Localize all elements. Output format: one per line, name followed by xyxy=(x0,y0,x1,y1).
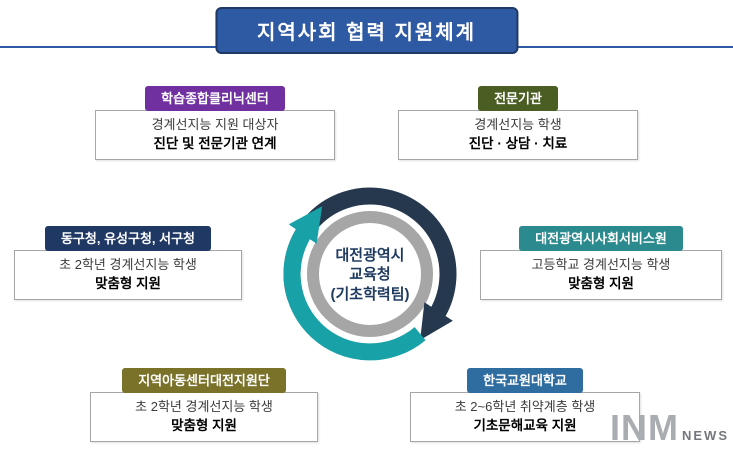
node-specialized-institution: 전문기관 경계선지능 학생 진단 · 상담 · 치료 xyxy=(398,86,638,160)
node-line2: 진단 · 상담 · 치료 xyxy=(468,135,568,151)
node-header: 대전광역시사회서비스원 xyxy=(519,226,683,251)
node-line1: 고등학교 경계선지능 학생 xyxy=(531,257,671,272)
node-korea-national-university-of-education: 한국교원대학교 초 2~6학년 취약계층 학생 기초문해교육 지원 xyxy=(410,368,640,442)
node-body: 고등학교 경계선지능 학생 맞춤형 지원 xyxy=(480,250,722,300)
gray-ring xyxy=(307,211,433,337)
page-title: 지역사회 협력 지원체계 xyxy=(214,7,519,54)
hub-circle xyxy=(320,224,420,324)
news-watermark: INM NEWS xyxy=(610,407,729,449)
node-line2: 진단 및 전문기관 연계 xyxy=(153,135,277,151)
node-line1: 경계선지능 지원 대상자 xyxy=(151,117,279,132)
node-header: 지역아동센터대전지원단 xyxy=(122,368,286,393)
node-social-service-agency: 대전광역시사회서비스원 고등학교 경계선지능 학생 맞춤형 지원 xyxy=(480,226,722,300)
node-line1: 초 2학년 경계선지능 학생 xyxy=(59,257,197,272)
node-line2: 기초문해교육 지원 xyxy=(473,417,577,433)
cycle-diagram: 대전광역시 교육청 (기초학력팀) xyxy=(260,168,480,382)
node-line1: 초 2학년 경계선지능 학생 xyxy=(135,399,273,414)
node-header: 전문기관 xyxy=(478,86,558,111)
bottom-cycle-arrow xyxy=(283,206,426,361)
node-district-offices: 동구청, 유성구청, 서구청 초 2학년 경계선지능 학생 맞춤형 지원 xyxy=(14,226,242,300)
node-body: 초 2학년 경계선지능 학생 맞춤형 지원 xyxy=(14,250,242,300)
node-line2: 맞춤형 지원 xyxy=(171,417,237,433)
node-line2: 맞춤형 지원 xyxy=(95,275,161,291)
node-learning-clinic-center: 학습종합클리닉센터 경계선지능 지원 대상자 진단 및 전문기관 연계 xyxy=(95,86,335,160)
node-line2: 맞춤형 지원 xyxy=(568,275,634,291)
node-body: 경계선지능 학생 진단 · 상담 · 치료 xyxy=(398,110,638,160)
node-body: 경계선지능 지원 대상자 진단 및 전문기관 연계 xyxy=(95,110,335,160)
node-line1: 경계선지능 학생 xyxy=(474,117,562,132)
node-body: 초 2학년 경계선지능 학생 맞춤형 지원 xyxy=(90,392,318,442)
node-header: 학습종합클리닉센터 xyxy=(145,86,285,111)
cycle-arrows-icon xyxy=(283,187,457,361)
node-header: 한국교원대학교 xyxy=(467,368,583,393)
watermark-sub: NEWS xyxy=(682,428,729,443)
node-line1: 초 2~6학년 취약계층 학생 xyxy=(454,399,596,414)
node-header: 동구청, 유성구청, 서구청 xyxy=(44,226,212,251)
node-child-center-support-group: 지역아동센터대전지원단 초 2학년 경계선지능 학생 맞춤형 지원 xyxy=(90,368,318,442)
watermark-main: INM xyxy=(610,407,679,449)
node-body: 초 2~6학년 취약계층 학생 기초문해교육 지원 xyxy=(410,392,640,442)
